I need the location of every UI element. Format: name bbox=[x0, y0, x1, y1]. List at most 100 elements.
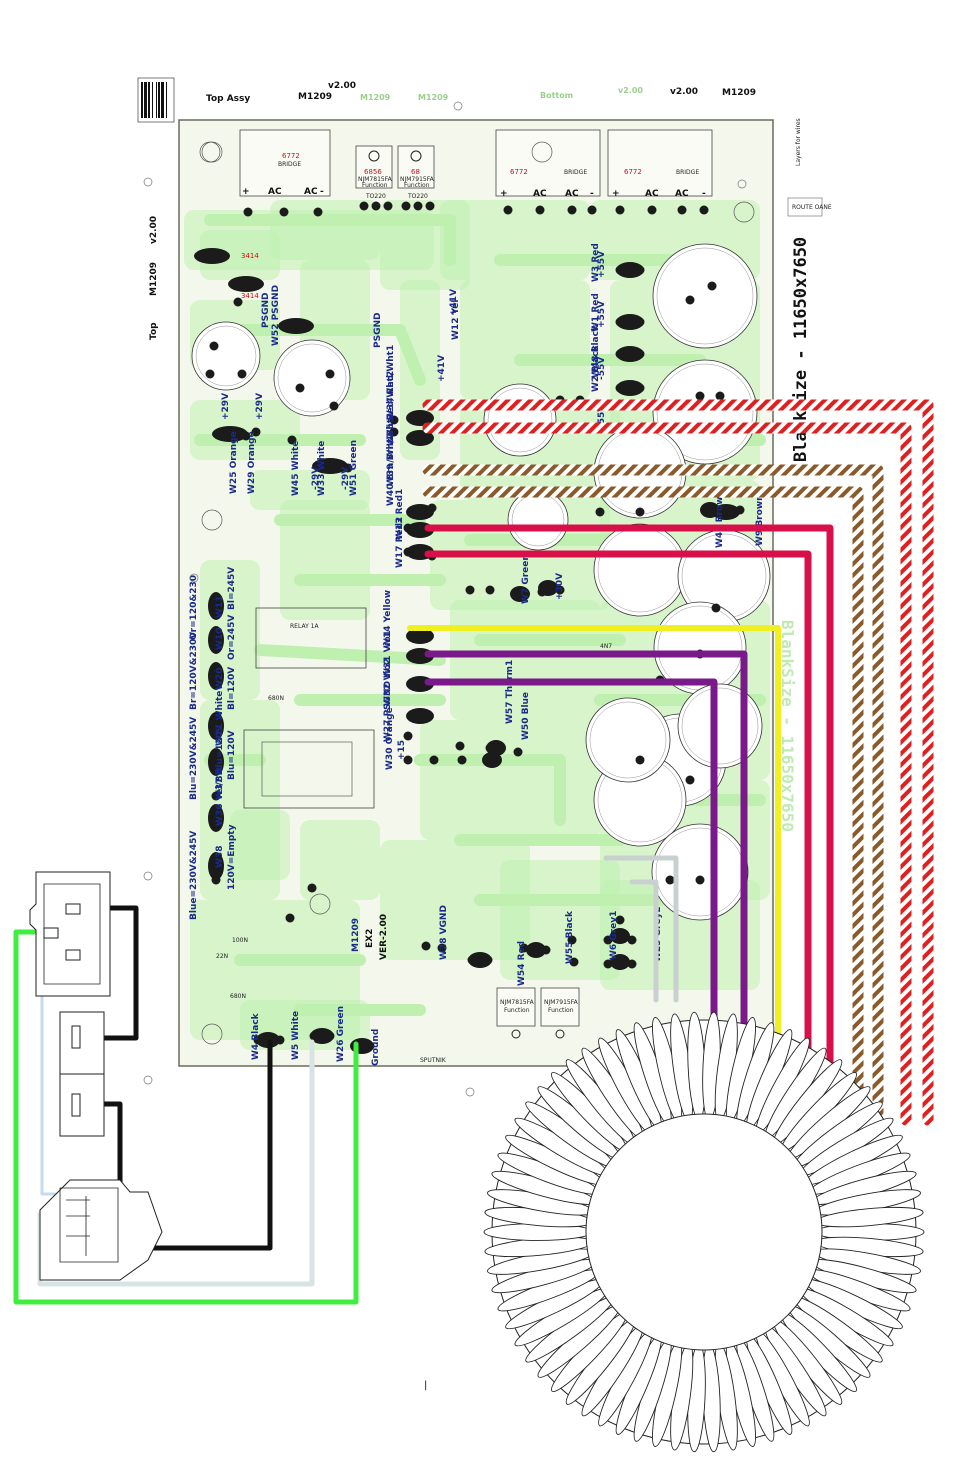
svg-text:Blu=230V&245V: Blu=230V&245V bbox=[189, 717, 199, 800]
svg-text:-: - bbox=[590, 189, 594, 199]
svg-text:+15: +15 bbox=[397, 740, 407, 760]
faint-bottom: Bottom bbox=[540, 91, 573, 100]
svg-text:Or=120&230: Or=120&230 bbox=[189, 575, 199, 640]
wire-label-w39: W39 Brn/Wht1 bbox=[386, 413, 396, 486]
wire-label-w29: W29 Orange bbox=[247, 431, 257, 494]
svg-text:AC: AC bbox=[675, 189, 689, 199]
inductor-outline bbox=[243, 729, 375, 809]
bridge-rectifier-3: 6772 BRIDGE AC AC + - bbox=[607, 129, 713, 199]
side-version: v2.00 bbox=[149, 216, 159, 244]
wire-red-white-1 bbox=[422, 399, 934, 1126]
wire-violet-1 bbox=[424, 650, 748, 1054]
svg-text:+: + bbox=[500, 189, 508, 199]
wire-label-w17: W17 Red2 bbox=[395, 517, 405, 568]
wire-label-w35: W35 Red/Wht2 bbox=[386, 371, 396, 446]
svg-text:6772: 6772 bbox=[510, 168, 528, 176]
svg-text:+29V: +29V bbox=[221, 393, 231, 420]
svg-text:NJM7915FA: NJM7915FA bbox=[544, 999, 579, 1006]
wire-label-w20: W20 bbox=[215, 668, 225, 690]
svg-text:100N: 100N bbox=[232, 937, 248, 944]
route-box bbox=[787, 197, 823, 217]
wire-label-w27: W27 PSGND bbox=[383, 681, 393, 742]
svg-text:BRIDGE: BRIDGE bbox=[564, 169, 587, 176]
svg-text:EX2: EX2 bbox=[365, 929, 375, 948]
wire-label-w31: W31 Vio1 bbox=[383, 630, 393, 678]
wire-label-w13: W13 Red1 bbox=[395, 489, 405, 540]
mains-inlet bbox=[29, 871, 111, 997]
svg-text:|: | bbox=[424, 1380, 427, 1391]
harness-wires bbox=[13, 399, 934, 1305]
svg-text:6772: 6772 bbox=[282, 152, 300, 160]
svg-text:AC: AC bbox=[565, 189, 579, 199]
svg-text:Bl=120V: Bl=120V bbox=[227, 667, 237, 710]
svg-text:+30V: +30V bbox=[555, 573, 565, 600]
top-assy-label: Top Assy bbox=[206, 94, 250, 104]
regulator-7915-top: 68 NJM7915FA Function bbox=[397, 145, 435, 189]
svg-text:Function: Function bbox=[548, 1007, 574, 1014]
wire-label-w50: W50 Blue bbox=[521, 692, 531, 740]
wire-brown-white-1 bbox=[422, 464, 884, 1118]
inlet-pin-earth bbox=[43, 927, 59, 939]
svg-text:22N: 22N bbox=[216, 953, 228, 960]
svg-text:3414: 3414 bbox=[241, 292, 259, 300]
svg-text:Br=120V&230V: Br=120V&230V bbox=[189, 632, 199, 710]
wire-label-w4: W4 Black bbox=[251, 1012, 261, 1060]
inlet-pin-live bbox=[65, 903, 81, 915]
svg-text:680N: 680N bbox=[230, 993, 246, 1000]
svg-text:NJM7815FA: NJM7815FA bbox=[358, 176, 393, 183]
wire-label-w37: W37 Blu=120V bbox=[215, 725, 225, 800]
svg-text:+41V: +41V bbox=[449, 289, 459, 316]
wire-grey-1 bbox=[603, 855, 679, 1003]
side-top: Top bbox=[149, 322, 159, 340]
wire-label-w30: W30 Orange bbox=[385, 707, 395, 770]
wire-label-w40: W40 Brn/Wht2 bbox=[386, 433, 396, 506]
logo-caption: SPUTNIK bbox=[420, 1057, 447, 1064]
regulator-7915-bottom: NJM7915FA Function bbox=[540, 987, 580, 1039]
wire-label-w5: W5 White bbox=[291, 1011, 301, 1060]
svg-text:AC: AC bbox=[268, 187, 282, 197]
wire-label-w6: W6 Grey1 bbox=[609, 911, 619, 960]
svg-text:BRIDGE: BRIDGE bbox=[676, 169, 699, 176]
wire-label-w28: W28 VGND bbox=[439, 905, 449, 960]
wire-green-earth bbox=[13, 929, 359, 1305]
wire-label-w38: W38 bbox=[215, 846, 225, 868]
wire-label-w1: W1 Red bbox=[591, 293, 601, 332]
svg-text:PSGND: PSGND bbox=[261, 293, 271, 328]
wire-red-1 bbox=[424, 524, 834, 1110]
wire-red-white-2 bbox=[422, 422, 912, 1126]
toroidal-transformer bbox=[483, 1011, 925, 1453]
faint-model-b: M1209 bbox=[418, 93, 449, 102]
relay-outline bbox=[255, 607, 367, 669]
svg-text:4N7: 4N7 bbox=[600, 643, 612, 650]
side-left-labels: Top M1209 v2.00 bbox=[149, 216, 159, 340]
wire-brown-white-2 bbox=[422, 486, 864, 1118]
wire-label-w25: W25 Orange bbox=[229, 431, 239, 494]
svg-text:AC: AC bbox=[304, 187, 318, 197]
wire-yellow bbox=[407, 625, 781, 1063]
svg-text:-: - bbox=[320, 187, 324, 197]
wire-label-w3: W3 Red bbox=[591, 243, 601, 282]
mounting-holes bbox=[143, 101, 781, 1097]
wire-black-inlet-fuse bbox=[83, 905, 139, 1041]
version-right: v2.00 bbox=[670, 87, 698, 97]
wire-label-w57: W57 Therm1 bbox=[505, 660, 515, 724]
wire-label-w54: W54 Red bbox=[517, 941, 527, 986]
inlet-pin-neutral bbox=[65, 949, 81, 961]
pcb-board: 6772 BRIDGE AC AC + - 6772 BRIDGE AC AC … bbox=[143, 101, 781, 1097]
svg-text:NJM7815FA: NJM7815FA bbox=[500, 999, 535, 1006]
layers-note: Layers for wires bbox=[795, 118, 802, 166]
version-top: v2.00 bbox=[328, 81, 356, 91]
model-top: M1209 bbox=[298, 92, 332, 102]
svg-text:PSGND: PSGND bbox=[373, 313, 383, 348]
wire-label-ground: Ground bbox=[371, 1029, 381, 1066]
svg-text:680N: 680N bbox=[268, 695, 284, 702]
wire-label-w26: W26 Green bbox=[336, 1006, 346, 1062]
wire-grey-2 bbox=[629, 879, 659, 1003]
svg-text:Function: Function bbox=[504, 1007, 530, 1014]
fuse-holder bbox=[59, 1011, 105, 1137]
wire-label-w48: W48 Black bbox=[591, 324, 601, 378]
svg-text:Bl=245V: Bl=245V bbox=[227, 567, 237, 610]
svg-text:TO220: TO220 bbox=[365, 193, 386, 200]
wire-label-w51: W51 Green bbox=[349, 440, 359, 496]
